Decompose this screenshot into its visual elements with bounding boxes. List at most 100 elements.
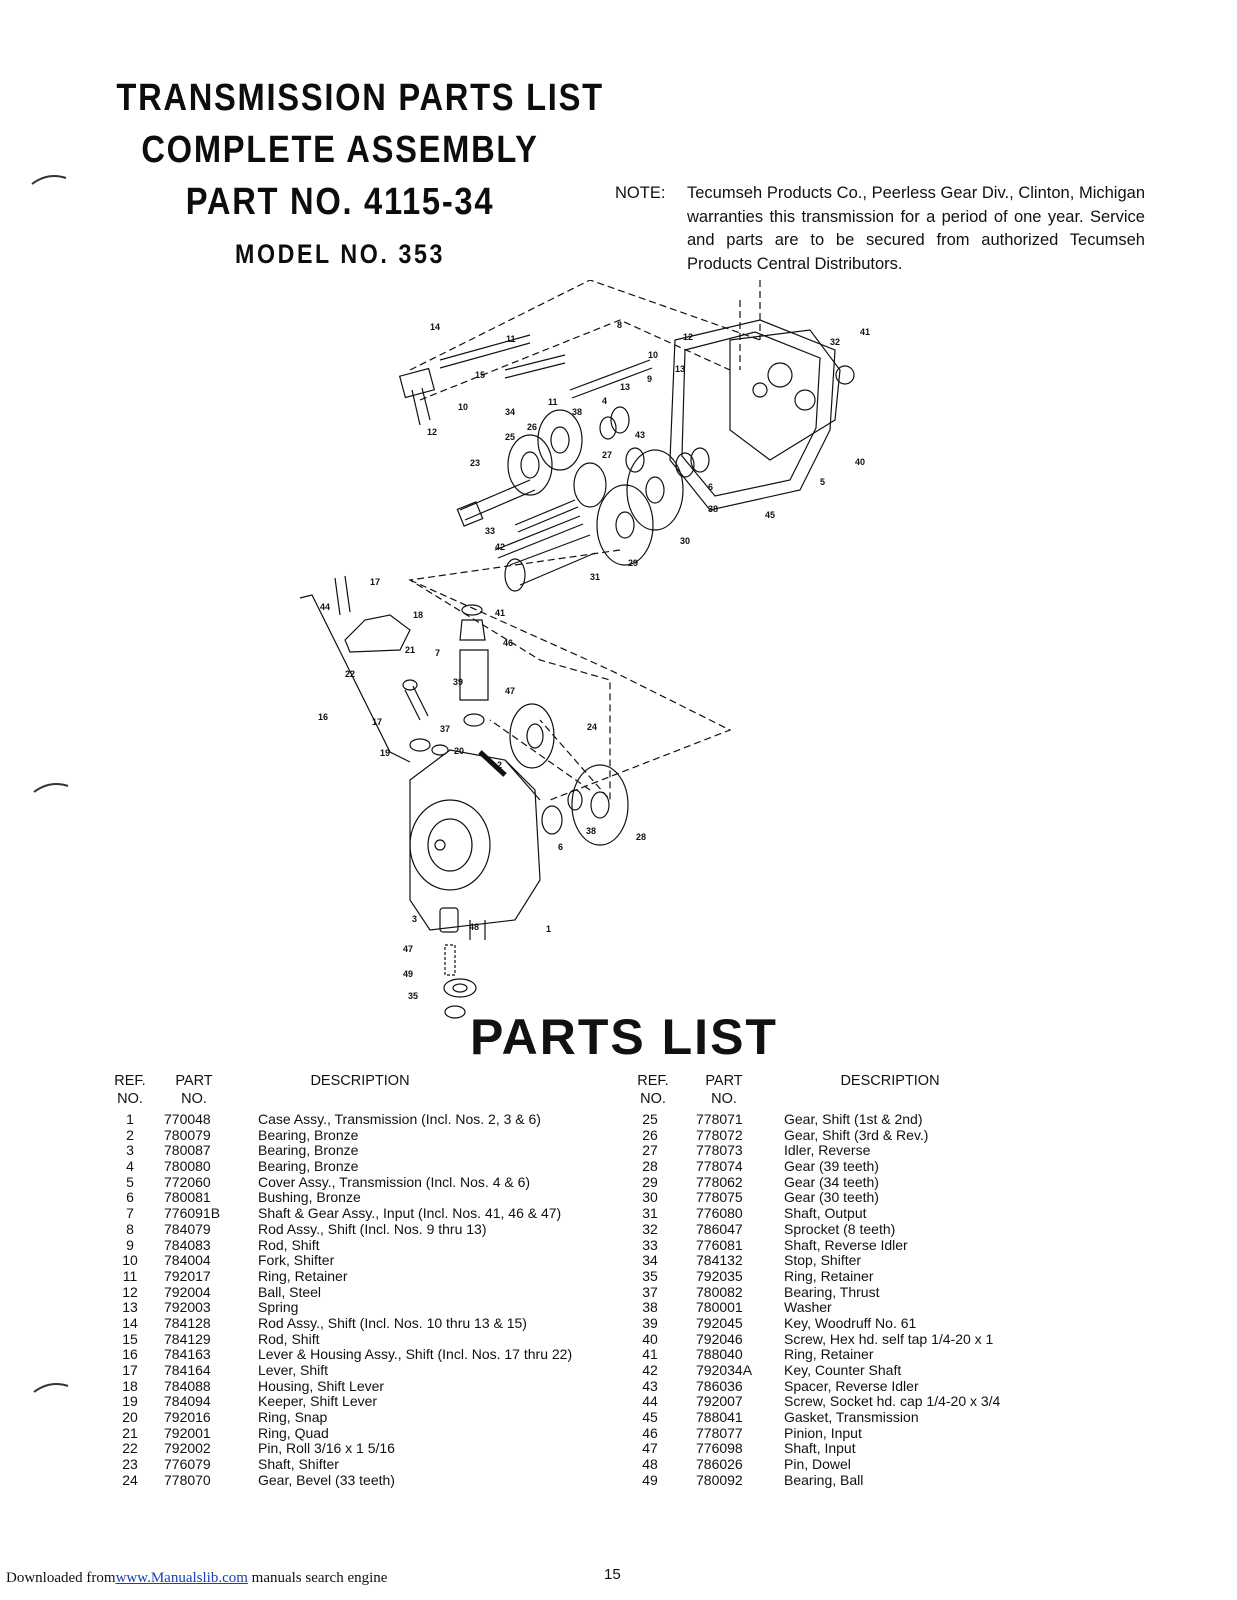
callout-label: 29 [628,558,638,568]
header-description: DESCRIPTION [840,1073,940,1089]
ref-no: 32 [642,1220,658,1237]
ref-no: 13 [122,1299,138,1316]
ref-no: 46 [642,1424,658,1441]
callout-label: 6 [558,842,563,852]
ref-no: 38 [642,1299,658,1316]
callout-label: 8 [617,320,622,330]
description: Bearing, Bronze [258,1158,359,1175]
callout-label: 10 [648,350,658,360]
ref-no: 40 [642,1330,658,1347]
part-no: 778073 [696,1142,743,1159]
part-no: 786036 [696,1377,743,1394]
ref-no: 34 [642,1252,658,1269]
ref-no: 9 [126,1236,134,1253]
table-header: REF. NO. PART NO. DESCRIPTION [110,1072,570,1112]
description: Bearing, Bronze [258,1142,359,1159]
description: Fork, Shifter [258,1252,335,1269]
description: Shaft, Input [784,1440,856,1457]
callout-label: 2 [497,760,502,770]
header-part: PART NO. [175,1073,213,1107]
description: Spring [258,1299,299,1316]
part-no: 780081 [164,1189,211,1206]
description: Screw, Socket hd. cap 1/4-20 x 3/4 [784,1393,1001,1410]
description: Shaft, Output [784,1205,867,1222]
callout-label: 7 [435,648,440,658]
footer-prefix: Downloaded from [6,1570,116,1586]
manualslib-link[interactable]: www.Manualslib.com [115,1570,248,1586]
description: Rod, Shift [258,1236,320,1253]
part-no: 786026 [696,1456,743,1473]
callout-label: 47 [403,944,413,954]
part-no: 780092 [696,1471,743,1488]
callout-label: 38 [586,826,596,836]
parts-list-heading: PARTS LIST [470,1009,778,1065]
part-no: 776081 [696,1236,743,1253]
description: Shaft, Reverse Idler [784,1236,908,1253]
description: Bearing, Bronze [258,1126,359,1143]
title-line-2: COMPLETE ASSEMBLY [141,129,539,171]
part-no: 778074 [696,1158,743,1175]
description: Rod Assy., Shift (Incl. Nos. 10 thru 13 … [258,1314,527,1331]
ref-no: 30 [642,1189,658,1206]
callout-label: 17 [370,577,380,587]
part-no: 784088 [164,1377,211,1394]
description: Housing, Shift Lever [258,1377,385,1394]
description: Ball, Steel [258,1283,322,1300]
description: Bearing, Thrust [784,1283,880,1300]
description: Stop, Shifter [784,1252,862,1269]
callout-label: 41 [495,608,505,618]
part-no: 780087 [164,1142,211,1159]
description: Keeper, Shift Lever [258,1393,378,1410]
ref-no: 23 [122,1456,138,1473]
part-no: 776079 [164,1456,211,1473]
ref-no: 11 [122,1267,138,1284]
callout-label: 12 [427,427,437,437]
ref-no: 24 [122,1471,138,1488]
description: Shaft & Gear Assy., Input (Incl. Nos. 41… [258,1205,562,1222]
part-no: 776091B [164,1205,221,1222]
callout-label: 47 [505,686,515,696]
ref-no: 43 [642,1377,658,1394]
download-footer: Downloaded fromwww.Manualslib.com manual… [6,1570,387,1587]
ref-no: 16 [122,1346,138,1363]
description: Ring, Quad [258,1424,329,1441]
part-no: 784164 [164,1362,211,1378]
callout-label: 10 [458,402,468,412]
part-no: 772060 [164,1173,211,1190]
callout-label: 46 [503,638,513,648]
part-no: 784004 [164,1252,211,1269]
ref-no: 18 [122,1377,138,1394]
callout-label: 45 [765,510,775,520]
callout-label: 42 [495,542,505,552]
scan-mark [33,1383,69,1393]
callout-label: 28 [636,832,646,842]
callout-label: 16 [318,712,328,722]
part-no: 780079 [164,1126,211,1143]
callout-label: 41 [860,327,870,337]
part-no: 778075 [696,1189,743,1206]
ref-no: 42 [642,1362,658,1378]
ref-no: 26 [642,1126,658,1143]
ref-no: 12 [122,1283,138,1300]
callout-label: 37 [440,724,450,734]
header-ref: REF. NO. [114,1073,146,1107]
callout-label: 22 [345,669,355,679]
